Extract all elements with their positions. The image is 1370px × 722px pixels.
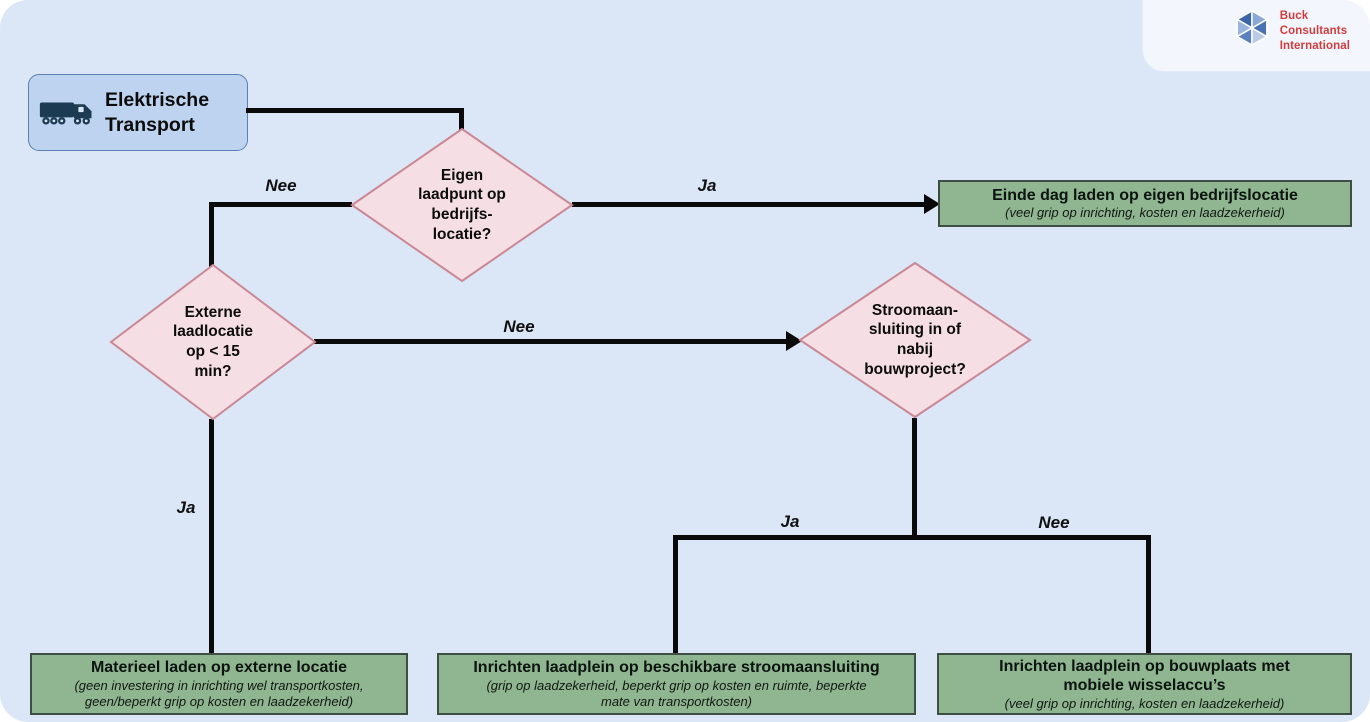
outcome-title: Inrichten laadplein op beschikbare stroo… (473, 659, 880, 677)
outcome-note: (veel grip op inrichting, kosten en laad… (1004, 695, 1285, 711)
outcome-title: Materieel laden op externe locatie (90, 659, 348, 677)
decision-text: Externe laadlocatie op < 15 min? (172, 303, 254, 380)
outcome-einde-dag-laden: Einde dag laden op eigen bedrijfslocatie… (938, 180, 1352, 227)
logo-wordmark: Buck Consultants International (1279, 10, 1350, 52)
diamond-shape (109, 263, 317, 421)
decision-text: Eigen laadpunt op bedrijfs- locatie? (418, 166, 506, 243)
connector-d3-ja-vertical (673, 535, 678, 655)
arrowhead-d2-nee (786, 331, 802, 351)
decision-eigen-laadpunt: Eigen laadpunt op bedrijfs- locatie? (350, 127, 574, 283)
connector-d2-ja-vertical (209, 419, 214, 655)
decision-stroomaansluiting: Stroomaan- sluiting in of nabij bouwproj… (798, 261, 1032, 419)
decision-externe-laadlocatie: Externe laadlocatie op < 15 min? (109, 263, 317, 421)
start-node-label: Elektrische Transport (105, 89, 210, 136)
connector-d3-vertical (912, 418, 917, 540)
connector-d1-nee-vertical (209, 202, 214, 267)
edge-label-d3-ja: Ja (780, 512, 800, 531)
outcome-note: (veel grip op inrichting, kosten en laad… (1005, 205, 1285, 221)
outcome-laadplein-wisselaccus: Inrichten laadplein op bouwplaats met mo… (937, 653, 1352, 715)
connector-start-vertical (459, 108, 464, 132)
arrowhead-d1-ja (924, 194, 940, 214)
logo-panel: Buck Consultants International (1142, 0, 1370, 72)
outcome-title: Einde dag laden op eigen bedrijfslocatie (992, 186, 1298, 204)
bci-hexagon-logo-icon (1235, 9, 1269, 47)
diamond-shape (798, 261, 1032, 419)
edge-label-d2-nee: Nee (503, 317, 535, 336)
connector-d3-split-horizontal (673, 535, 1151, 540)
outcome-note: (geen investering in inrichting wel tran… (74, 677, 364, 709)
edge-label-d3-nee: Nee (1038, 513, 1070, 532)
truck-icon (39, 102, 92, 125)
start-node-elektrische-transport: Elektrische Transport (28, 74, 248, 151)
connector-d3-nee-vertical (1146, 535, 1151, 655)
outcome-note: (grip op laadzekerheid, beperkt grip op … (486, 677, 867, 709)
connector-d1-nee-horizontal (209, 202, 352, 207)
outcome-title: Inrichten laadplein op bouwplaats met mo… (999, 657, 1290, 695)
edge-label-d2-ja: Ja (176, 498, 196, 517)
outcome-laadplein-stroomaansluiting: Inrichten laadplein op beschikbare stroo… (437, 653, 916, 715)
edge-label-d1-ja: Ja (697, 176, 717, 195)
decision-text: Stroomaan- sluiting in of nabij bouwproj… (864, 301, 966, 378)
connector-d1-ja-arrow-line (572, 202, 926, 207)
edge-label-d1-nee: Nee (265, 176, 297, 195)
diamond-shape (350, 127, 574, 283)
connector-d2-nee-arrow-line (314, 339, 788, 344)
outcome-materieel-laden-extern: Materieel laden op externe locatie (geen… (30, 653, 408, 715)
connector-start-horizontal (246, 108, 464, 113)
